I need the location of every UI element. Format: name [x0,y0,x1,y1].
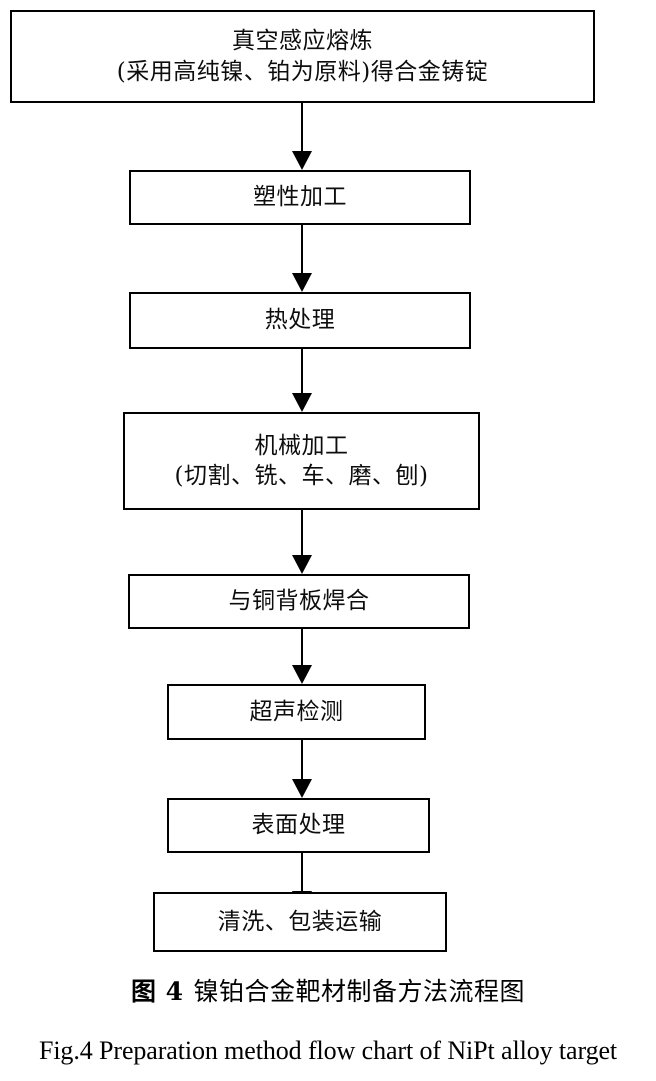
figure-number-label: 图 4 [130,977,184,1006]
flow-node-cleaning-packing-transport: 清洗、包装运输 [153,892,447,952]
flow-node-heat-treatment: 热处理 [129,292,471,349]
figure-caption-chinese: 图 4 镍铂合金靶材制备方法流程图 [0,974,656,1010]
flow-node-mechanical-machining: 机械加工 (切割、铣、车、磨、刨) [123,412,480,510]
flow-node-label-line: 真空感应熔炼 [232,28,373,55]
flow-node-label-line: 热处理 [264,307,336,334]
arrow-stem [301,349,303,393]
arrow-head-icon [292,555,312,574]
figure-caption-english: Fig.4 Preparation method flow chart of N… [38,1036,618,1065]
flow-node-surface-treatment: 表面处理 [167,798,430,853]
flow-arrow-melting-to-plastic [292,103,312,170]
arrow-head-icon [292,393,312,412]
flow-node-label-line: (采用高纯镍、铂为原料)得合金铸锭 [116,58,489,85]
flow-arrow-welding-to-ultrasonic [292,629,312,684]
arrow-stem [301,103,303,151]
flow-node-weld-to-copper-backing-plate: 与铜背板焊合 [128,574,470,629]
flow-node-label-line: 与铜背板焊合 [228,588,370,615]
flow-node-label-line: 超声检测 [249,698,344,725]
arrow-stem [301,225,303,273]
flow-node-label-line: 塑性加工 [253,184,347,211]
figure-caption-chinese-text: 镍铂合金靶材制备方法流程图 [193,977,526,1006]
arrow-stem [301,740,303,779]
arrow-stem [301,629,303,665]
flow-node-label-line: 清洗、包装运输 [217,908,383,935]
flow-arrow-machining-to-welding [292,510,312,574]
arrow-head-icon [292,273,312,292]
flow-node-label-line: 表面处理 [251,812,346,839]
flow-arrow-ultrasonic-to-surface [292,740,312,798]
flow-node-label-line: (切割、铣、车、磨、刨) [174,463,429,489]
flow-arrow-plastic-to-heat [292,225,312,292]
flow-node-vacuum-induction-melting: 真空感应熔炼 (采用高纯镍、铂为原料)得合金铸锭 [10,10,595,103]
flow-node-label-line: 机械加工 [254,432,349,459]
arrow-head-icon [292,151,312,170]
arrow-stem [301,853,303,891]
flow-node-ultrasonic-testing: 超声检测 [167,684,426,740]
flow-node-plastic-working: 塑性加工 [129,170,471,225]
arrow-head-icon [292,779,312,798]
flow-arrow-heat-to-machining [292,349,312,412]
arrow-stem [301,510,303,555]
arrow-head-icon [292,665,312,684]
